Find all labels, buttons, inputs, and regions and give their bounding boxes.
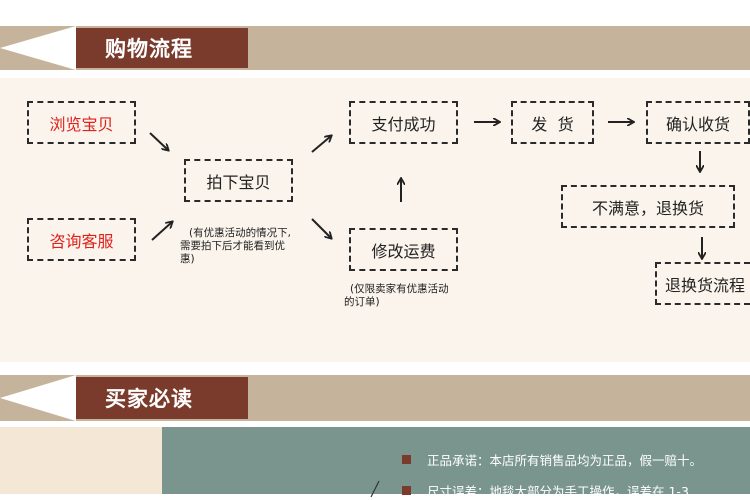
section-header-buyer-notice: 买家必读 bbox=[0, 375, 750, 421]
flow-step-return-flow: 退换货流程 bbox=[655, 262, 750, 305]
flow-step-confirm: 确认收货 bbox=[646, 101, 750, 144]
seller-note-line: 的订单) bbox=[344, 296, 380, 308]
arrow-notch-icon bbox=[0, 26, 76, 70]
bullet-icon bbox=[402, 486, 411, 495]
flow-step-ship: 发 货 bbox=[511, 101, 594, 144]
discount-note-line: 惠) bbox=[180, 253, 195, 265]
arrow-take-to-modify bbox=[311, 218, 331, 238]
info-item-text: 尺寸误差：地毯大部分为手工操作，误差在 1-3 bbox=[427, 484, 689, 499]
flow-step-unsatisfied: 不满意，退换货 bbox=[561, 185, 735, 228]
discount-note-line: 需要拍下后才能看到优 bbox=[180, 240, 285, 252]
info-panel-right bbox=[162, 427, 750, 498]
decorative-line-icon bbox=[370, 480, 380, 498]
discount-note-line: (有优惠活动的情况下, bbox=[189, 227, 291, 239]
info-item-size-error: 尺寸误差：地毯大部分为手工操作，误差在 1-3 bbox=[402, 481, 689, 500]
info-item-text: 正品承诺：本店所有销售品均为正品，假一赔十。 bbox=[427, 453, 703, 468]
arrow-consult-to-take bbox=[151, 222, 172, 241]
flow-step-modify-shipping: 修改运费 bbox=[349, 228, 458, 271]
arrow-browse-to-take bbox=[149, 132, 168, 150]
seller-note-line: (仅限卖家有优惠活动 bbox=[350, 283, 449, 295]
section-header-purchase-flow: 购物流程 bbox=[0, 26, 750, 70]
arrow-take-to-pay bbox=[311, 136, 331, 153]
seller-note: (仅限卖家有优惠活动 的订单) bbox=[344, 283, 449, 309]
arrow-notch-icon bbox=[0, 375, 76, 421]
bullet-icon bbox=[402, 455, 411, 464]
flow-step-pay-success: 支付成功 bbox=[349, 101, 458, 144]
info-panel-left bbox=[0, 427, 162, 494]
section-title-buyer-notice: 买家必读 bbox=[76, 377, 248, 419]
flow-step-take: 拍下宝贝 bbox=[184, 159, 293, 202]
flow-arrows bbox=[149, 0, 750, 362]
discount-note: (有优惠活动的情况下, 需要拍下后才能看到优 惠) bbox=[180, 227, 291, 266]
flow-step-consult: 咨询客服 bbox=[27, 218, 136, 261]
section-title-purchase-flow: 购物流程 bbox=[76, 28, 248, 68]
purchase-flow-diagram bbox=[0, 78, 750, 362]
flow-step-browse: 浏览宝贝 bbox=[27, 101, 136, 144]
info-item-authentic: 正品承诺：本店所有销售品均为正品，假一赔十。 bbox=[402, 450, 702, 469]
